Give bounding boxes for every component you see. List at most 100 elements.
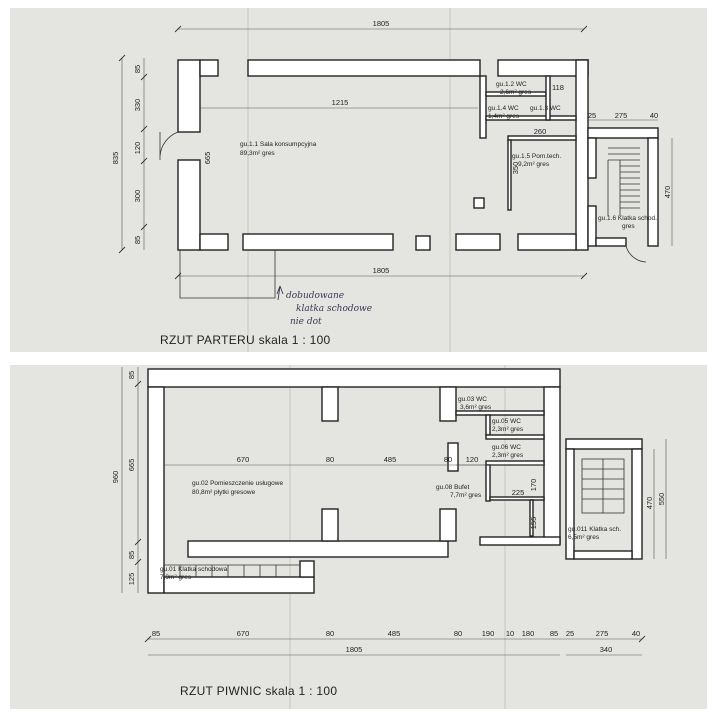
dim-basement-left-85-bottom: 85 — [127, 551, 136, 559]
dim-bot-485: 485 — [388, 629, 401, 638]
dim-bot-275: 275 — [596, 629, 609, 638]
annotation-line-1: dobudowane — [286, 291, 344, 301]
room-wc2-area: 1,4m² gres — [488, 113, 520, 120]
dim-wc-118: 118 — [552, 83, 564, 92]
basement-plan-panel: 960 85 665 85 125 — [10, 365, 707, 709]
dim-basement-left-125: 125 — [127, 573, 136, 586]
room-hall-area: 89,3m² gres — [240, 150, 275, 157]
basement-drawing: 960 85 665 85 125 — [111, 365, 667, 709]
room-wc1-area: 3,6m² gres — [460, 404, 492, 411]
dim-basement-v-155: 155 — [529, 517, 538, 530]
bottom-dimension: 1805 — [174, 266, 588, 280]
room-wc2-name: gu.05 WC — [492, 418, 521, 425]
dim-left-120: 120 — [133, 142, 142, 155]
room-stair2-area: 6,5m² gres — [568, 534, 600, 541]
dim-bottom-total: 1805 — [373, 266, 390, 275]
basement-left-dimension: 960 85 665 85 125 — [111, 367, 142, 593]
dim-stair-40: 40 — [650, 111, 658, 120]
ground-floor-room-labels: gu.1.1 Sala konsumpcyjna 89,3m² gres gu.… — [240, 81, 657, 230]
room-wc3-name: gu.06 WC — [492, 444, 521, 451]
room-wc1-area: 2,6m² gres — [500, 89, 532, 96]
room-hall-name: gu.1.1 Sala konsumpcyjna — [240, 141, 317, 148]
left-dimension-chain: 835 85 330 120 300 85 665 — [111, 54, 212, 254]
stair-treads — [607, 147, 640, 216]
dim-row-80b: 80 — [444, 455, 452, 464]
staircase-annex: 25 275 40 470 — [587, 111, 673, 263]
dim-inner-width: 1215 — [332, 98, 349, 107]
room-wc1-name: gu.03 WC — [458, 396, 487, 403]
basement-staircase-annex: 470 550 — [565, 438, 667, 560]
room-buffet-name: gu.08 Bufet — [436, 484, 469, 491]
ground-floor-caption: RZUT PARTERU skala 1 : 100 — [160, 333, 331, 347]
room-wc3-area: 2,3m² gres — [492, 452, 524, 459]
basement-bottom-dimension: 85 670 80 485 80 190 10 180 85 25 275 40… — [144, 629, 646, 656]
dim-basement-v-170: 170 — [529, 479, 538, 492]
dim-left-total: 835 — [111, 152, 120, 165]
annotation-line-3: nie dot — [290, 317, 322, 327]
dim-basement-right-470: 470 — [645, 497, 654, 510]
room-wc1-name: gu.1.2 WC — [496, 81, 527, 88]
basement-walls — [147, 368, 561, 594]
room-tech-name: gu.1.5 Pom.tech. — [512, 153, 561, 160]
dim-bot-80a: 80 — [326, 629, 334, 638]
wc-partitions: 118 260 350 — [473, 75, 577, 211]
ground-floor-plan-panel: 1805 1215 835 85 330 120 300 85 665 — [10, 8, 707, 352]
dim-bot-670: 670 — [237, 629, 250, 638]
inner-width-dimension: 1215 — [200, 98, 478, 109]
dim-bot-180: 180 — [522, 629, 535, 638]
room-wc2-area: 2,3m² gres — [492, 426, 524, 433]
door-swing — [159, 131, 179, 157]
dim-row-120: 120 — [466, 455, 479, 464]
room-main-name: gu.02 Pomieszczenie usługowe — [192, 480, 283, 487]
dim-bot-85: 85 — [152, 629, 160, 638]
dim-bot-10: 10 — [506, 629, 514, 638]
basement-stair-treads-right — [582, 459, 624, 513]
dim-stair-25: 25 — [588, 111, 596, 120]
dim-bot-80b: 80 — [454, 629, 462, 638]
dim-stair-275: 275 — [615, 111, 628, 120]
dim-left-300: 300 — [133, 190, 142, 203]
room-main-area: 80,8m² płytki gresowe — [192, 489, 256, 496]
room-stair-area: gres — [622, 223, 635, 230]
dim-bot-40: 40 — [632, 629, 640, 638]
handwritten-annotation: dobudowane klatka schodowe nie dot — [276, 285, 372, 327]
room-tech-area: 9,2m² gres — [518, 161, 550, 168]
annotation-line-2: klatka schodowe — [296, 304, 372, 314]
dim-left-85-top: 85 — [133, 65, 142, 73]
room-stair-name: gu.1.6 Klatka schod. — [598, 215, 657, 222]
dim-basement-left-total: 960 — [111, 471, 120, 484]
top-dimension: 1805 — [174, 19, 588, 33]
room-wc2-name: gu.1.4 WC — [488, 105, 519, 112]
ground-floor-drawing: 1805 1215 835 85 330 120 300 85 665 — [111, 8, 673, 352]
dim-basement-bottom-340: 340 — [600, 645, 613, 654]
room-buffet-area: 7,7m² gres — [450, 492, 482, 499]
dim-top-total: 1805 — [373, 19, 390, 28]
dim-bot-85b: 85 — [550, 629, 558, 638]
dim-inner-height: 665 — [203, 152, 212, 165]
dim-row-670: 670 — [237, 455, 250, 464]
room-stair-area: 7,9m² gres — [160, 574, 192, 581]
room-wc3-name: gu.1.3 WC — [530, 105, 561, 112]
basement-room-labels: gu.02 Pomieszczenie usługowe 80,8m² płyt… — [160, 396, 621, 581]
dim-bot-190: 190 — [482, 629, 495, 638]
room-stair-name: gu.01 Klatka schodowa — [160, 566, 228, 573]
basement-middle-dimension: 670 80 485 80 120 — [164, 455, 544, 466]
dim-tech-350: 350 — [511, 162, 520, 175]
dim-basement-left-85-top: 85 — [127, 371, 136, 379]
basement-stair-treads — [164, 564, 300, 577]
dim-left-330: 330 — [133, 99, 142, 112]
dim-tech-260: 260 — [534, 127, 547, 136]
dim-basement-bottom-total: 1805 — [346, 645, 363, 654]
dim-row-80a: 80 — [326, 455, 334, 464]
dim-left-85-bottom: 85 — [133, 236, 142, 244]
dim-basement-h-225: 225 — [512, 488, 525, 497]
ground-floor-walls — [159, 59, 589, 251]
basement-caption: RZUT PIWNIC skala 1 : 100 — [180, 684, 337, 698]
dim-basement-right-550: 550 — [657, 493, 666, 506]
dim-bot-25: 25 — [566, 629, 574, 638]
door-swing — [625, 245, 647, 263]
dim-stair-470: 470 — [663, 186, 672, 199]
dim-basement-left-665: 665 — [127, 459, 136, 472]
pencil-annex-outline — [179, 250, 276, 299]
room-stair2-name: gu.011 Klatka sch. — [568, 526, 621, 533]
